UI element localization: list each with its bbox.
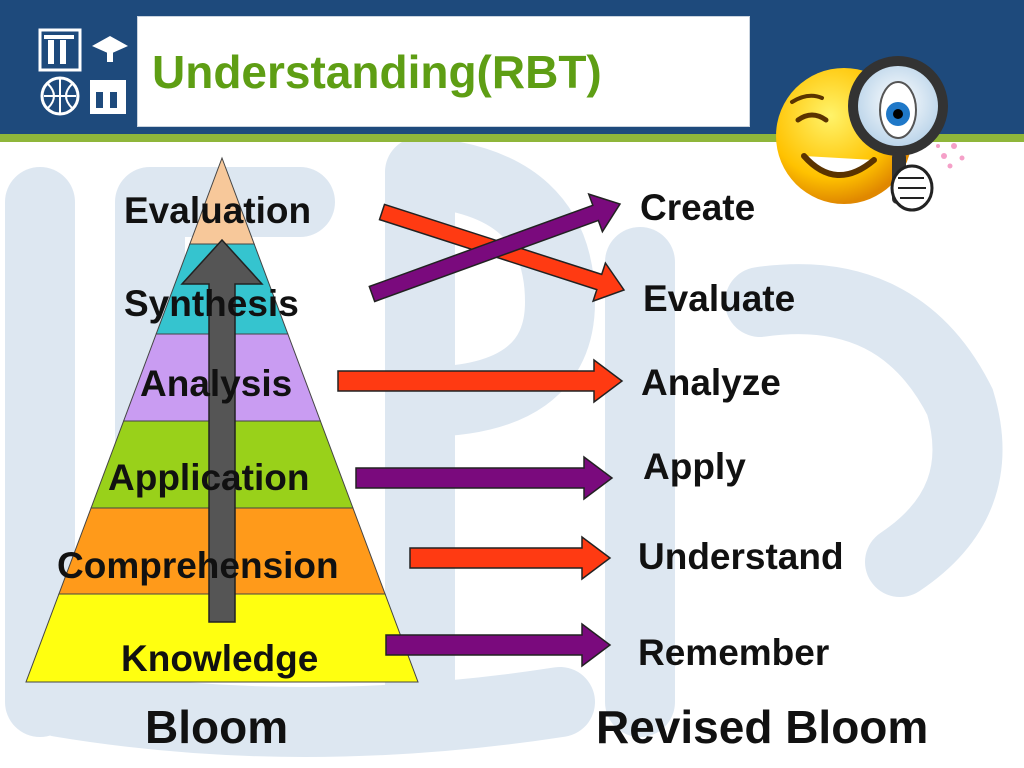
footer-label-revised-bloom: Revised Bloom xyxy=(596,701,929,753)
title-box: Understanding(RBT) xyxy=(137,16,750,127)
bloom-label-evaluation: Evaluation xyxy=(124,190,312,231)
revised-label-remember: Remember xyxy=(638,632,830,673)
revised-label-evaluate: Evaluate xyxy=(643,278,796,319)
bloom-label-synthesis: Synthesis xyxy=(124,283,299,324)
bloom-label-application: Application xyxy=(108,457,310,498)
revised-label-understand: Understand xyxy=(638,536,844,577)
revised-label-apply: Apply xyxy=(643,446,746,487)
logo-icon xyxy=(38,28,128,116)
bloom-label-knowledge: Knowledge xyxy=(121,638,319,679)
arrow-knowledge-to-remember xyxy=(385,622,612,668)
revised-label-create: Create xyxy=(640,187,756,228)
revised-label-analyze: Analyze xyxy=(641,362,781,403)
header-stripe xyxy=(0,134,1024,142)
arrow-application-to-apply xyxy=(355,455,614,501)
page-title: Understanding(RBT) xyxy=(152,46,602,98)
tier-knowledge xyxy=(25,593,419,683)
arrow-comprehension-to-understand xyxy=(409,535,612,581)
bloom-label-comprehension: Comprehension xyxy=(57,545,339,586)
arrow-up-progression xyxy=(180,238,264,623)
footer-label-bloom: Bloom xyxy=(145,701,289,753)
arrow-synthesis-to-create xyxy=(368,192,622,303)
winking-smiley-magnifier-icon xyxy=(776,56,965,212)
arrow-analysis-to-analyze xyxy=(337,358,624,404)
bloom-label-analysis: Analysis xyxy=(140,363,293,404)
